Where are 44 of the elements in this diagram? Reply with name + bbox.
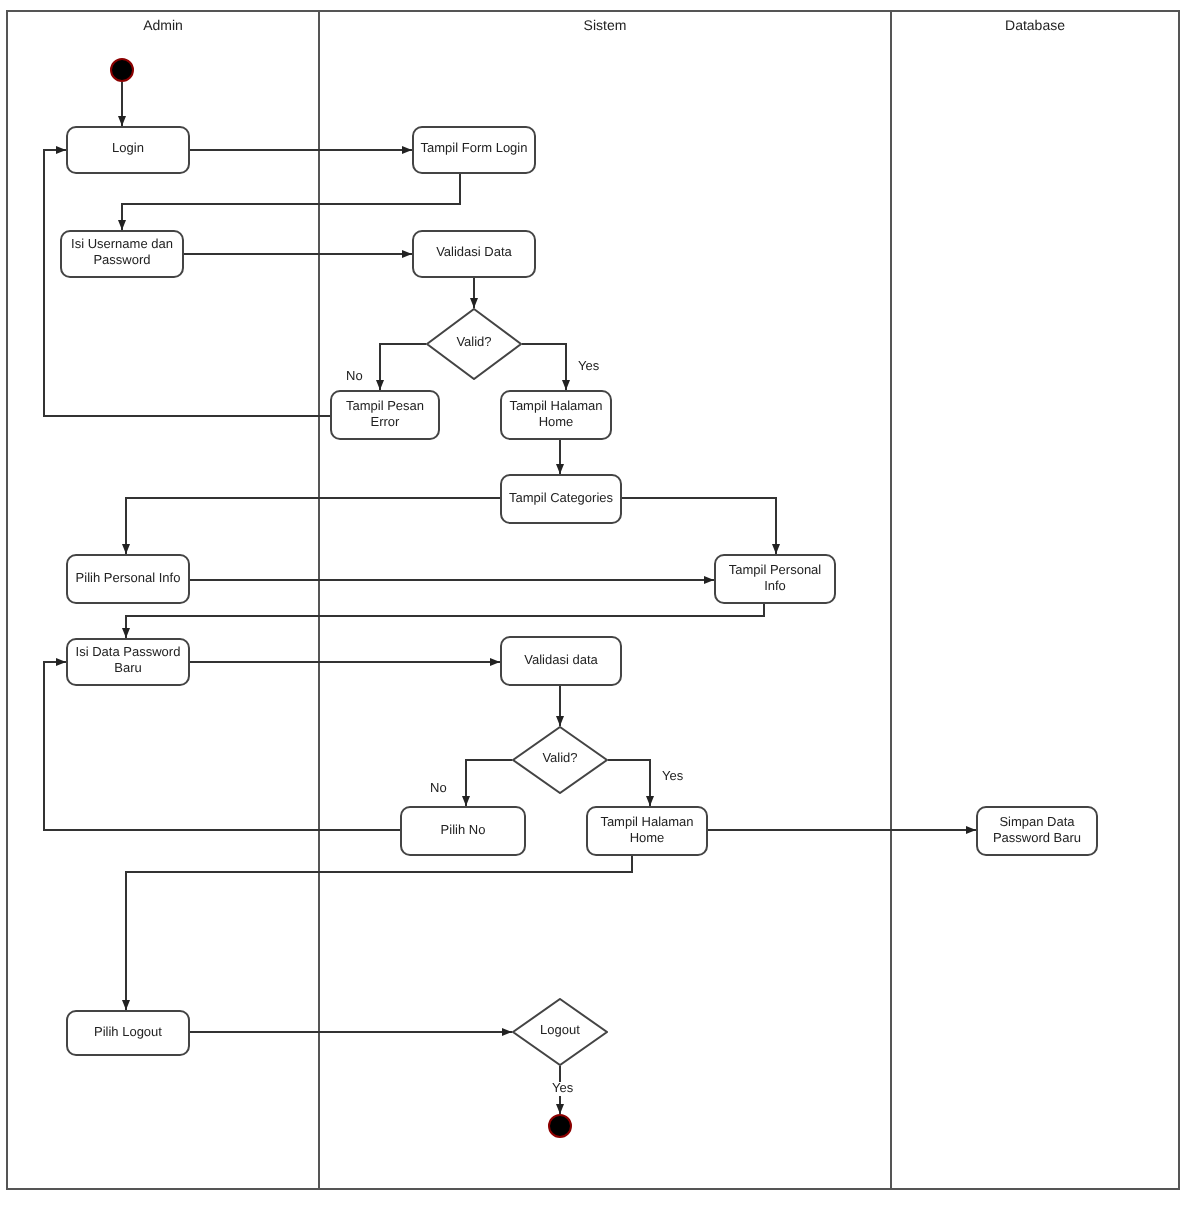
- arrow: [183, 250, 413, 258]
- arrow: [43, 146, 331, 417]
- arrow: [189, 576, 715, 584]
- arrow: [122, 855, 633, 1011]
- arrow: [43, 658, 401, 831]
- arrow: [122, 603, 765, 639]
- activity-box: [66, 1010, 190, 1056]
- decision-diamond: [512, 726, 608, 794]
- activity-box: [500, 636, 622, 686]
- arrow: [707, 826, 977, 834]
- arrow: [118, 173, 461, 231]
- start-node: [110, 58, 134, 82]
- arrow: [462, 759, 513, 807]
- arrow: [470, 277, 478, 309]
- activity-box: [412, 230, 536, 278]
- activity-box: [66, 554, 190, 604]
- activity-box: [500, 474, 622, 524]
- arrow: [189, 658, 501, 666]
- arrow: [556, 685, 564, 727]
- arrow: [189, 146, 413, 154]
- swimlane: [318, 10, 892, 1190]
- arrow: [607, 759, 654, 807]
- arrow: [189, 1028, 513, 1036]
- arrow: [376, 343, 427, 391]
- arrow: [122, 497, 501, 555]
- activity-box: [66, 126, 190, 174]
- decision-diamond: [426, 308, 522, 380]
- arrow: [621, 497, 780, 555]
- activity-box: [714, 554, 836, 604]
- activity-box: [66, 638, 190, 686]
- activity-box: [976, 806, 1098, 856]
- decision-diamond: [512, 998, 608, 1066]
- activity-box: [500, 390, 612, 440]
- swimlane: [6, 10, 320, 1190]
- swimlane: [890, 10, 1180, 1190]
- end-node: [548, 1114, 572, 1138]
- activity-box: [60, 230, 184, 278]
- activity-box: [330, 390, 440, 440]
- activity-box: [412, 126, 536, 174]
- arrow: [521, 343, 570, 391]
- activity-box: [586, 806, 708, 856]
- arrow: [118, 81, 126, 127]
- activity-box: [400, 806, 526, 856]
- arrow: [556, 439, 564, 475]
